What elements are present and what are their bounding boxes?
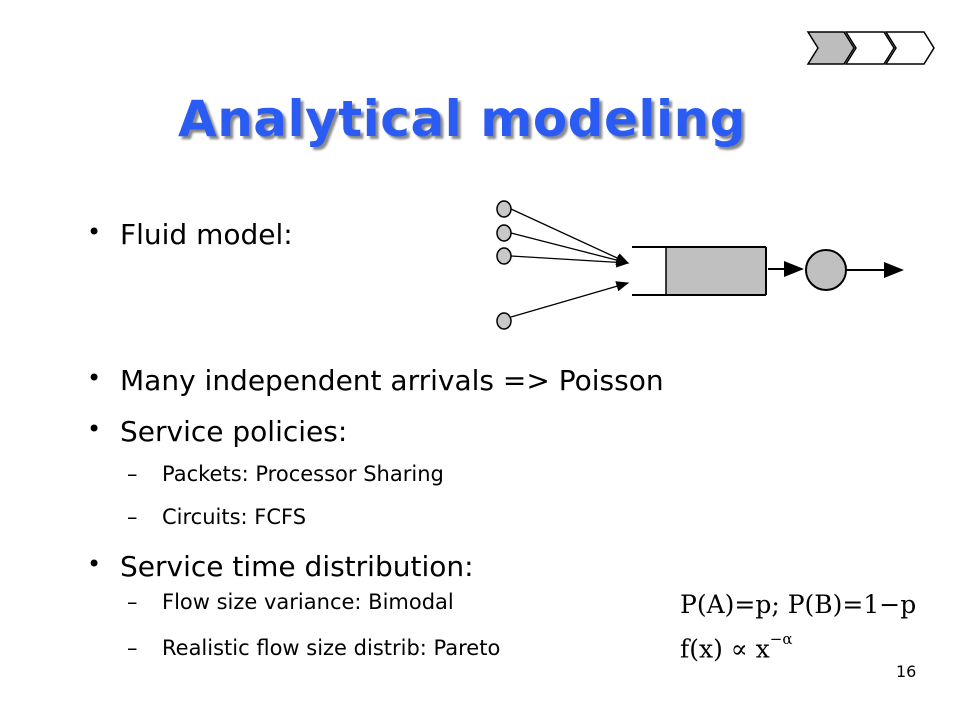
bullet-text: Many independent arrivals => Poisson bbox=[120, 364, 664, 397]
sub-bullet-realistic-flow: – Realistic flow size distrib: Pareto bbox=[127, 636, 501, 660]
sub-bullet-marker: – bbox=[127, 462, 138, 486]
sub-bullet-marker: – bbox=[127, 505, 138, 529]
bullet-text: Service time distribution: bbox=[120, 550, 474, 583]
bullet-marker: • bbox=[87, 415, 102, 443]
source-node-3 bbox=[496, 247, 512, 265]
bullet-service-policies: • Service policies: bbox=[87, 415, 348, 448]
navigation-arrows[interactable] bbox=[806, 30, 936, 66]
sub-bullet-packets: – Packets: Processor Sharing bbox=[127, 462, 444, 486]
pareto-formula: f(x) ∝ x−α bbox=[680, 630, 792, 664]
sub-bullet-text: Circuits: FCFS bbox=[162, 505, 307, 529]
queue-buffer bbox=[632, 246, 767, 296]
sub-bullet-text: Realistic flow size distrib: Pareto bbox=[162, 636, 501, 660]
pareto-formula-exponent: −α bbox=[769, 630, 793, 648]
nav-arrow-1-icon[interactable] bbox=[806, 31, 855, 65]
bullet-arrivals: • Many independent arrivals => Poisson bbox=[87, 364, 664, 397]
source-node-1 bbox=[496, 200, 512, 218]
pareto-formula-base: f(x) ∝ x bbox=[680, 634, 770, 664]
server-node bbox=[805, 249, 847, 291]
sub-bullet-text: Packets: Processor Sharing bbox=[162, 462, 444, 486]
source-node-2 bbox=[496, 224, 512, 242]
sub-bullet-marker: – bbox=[127, 590, 138, 614]
source-node-4 bbox=[496, 312, 512, 330]
page-number: 16 bbox=[896, 662, 917, 681]
bullet-text: Fluid model: bbox=[120, 218, 293, 251]
bullet-marker: • bbox=[87, 218, 102, 246]
sub-bullet-circuits: – Circuits: FCFS bbox=[127, 505, 307, 529]
bimodal-formula: P(A)=p; P(B)=1−p bbox=[680, 590, 917, 619]
bullet-marker: • bbox=[87, 364, 102, 392]
bullet-text: Service policies: bbox=[120, 415, 348, 448]
arrival-arrow-2 bbox=[510, 232, 630, 266]
bullet-service-time: • Service time distribution: bbox=[87, 550, 474, 583]
fluid-model-diagram bbox=[496, 200, 904, 330]
bullet-marker: • bbox=[87, 550, 102, 578]
sub-bullet-marker: – bbox=[127, 636, 138, 660]
nav-arrow-2-icon[interactable] bbox=[844, 31, 895, 65]
sub-bullet-text: Flow size variance: Bimodal bbox=[162, 590, 454, 614]
sub-bullet-flow-variance: – Flow size variance: Bimodal bbox=[127, 590, 454, 614]
arrival-arrow-1 bbox=[510, 208, 630, 264]
nav-arrow-3-icon[interactable] bbox=[884, 31, 935, 65]
arrival-arrow-3 bbox=[510, 255, 630, 268]
slide-title: Analytical modeling bbox=[178, 90, 747, 148]
arrival-arrow-4 bbox=[510, 281, 630, 318]
bullet-fluid-model: • Fluid model: bbox=[87, 218, 293, 251]
